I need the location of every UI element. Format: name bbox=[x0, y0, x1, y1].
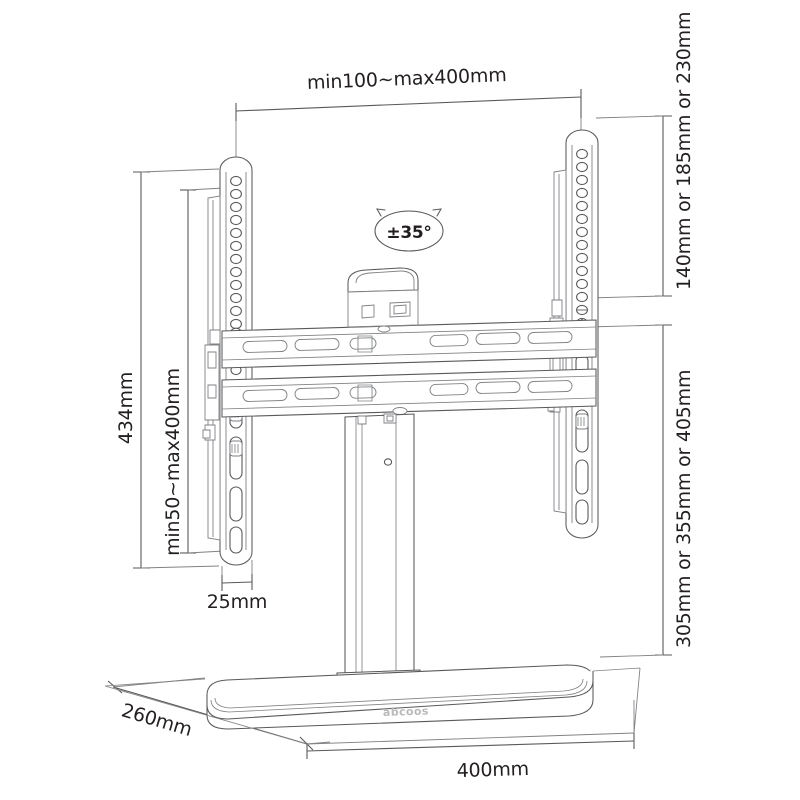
right-lower-dimension bbox=[587, 324, 672, 658]
swivel-angle-label: ±35° bbox=[386, 223, 431, 243]
top-width-label: min100~max400mm bbox=[307, 64, 507, 94]
upper-crossbar-slots bbox=[242, 331, 573, 353]
base-depth-label: 260mm bbox=[119, 699, 195, 741]
top-width-dimension bbox=[235, 89, 582, 172]
support-column bbox=[336, 413, 421, 691]
lower-crossbar bbox=[221, 368, 597, 418]
right-lower-height-label: 305mm or 355mm or 405mm bbox=[673, 370, 695, 648]
base-brand-emboss: abcoos bbox=[383, 705, 429, 719]
lower-crossbar-slots bbox=[242, 380, 573, 402]
left-inner-dimension bbox=[180, 187, 225, 554]
left-inner-height-label: min50~max400mm bbox=[162, 368, 184, 556]
base-plate: abcoos bbox=[104, 664, 641, 745]
upper-crossbar bbox=[221, 319, 597, 369]
base-width-dimension bbox=[306, 700, 635, 759]
bracket-depth-label: 25mm bbox=[207, 591, 267, 613]
base-width-label: 400mm bbox=[456, 758, 529, 782]
left-outer-dimension bbox=[133, 168, 220, 569]
dimension-labels: min100~max400mm 140mm or 185mm or 230mm … bbox=[115, 12, 695, 782]
right-upper-dimension bbox=[587, 115, 672, 299]
bracket-depth-dimension bbox=[221, 560, 253, 591]
left-outer-height-label: 434mm bbox=[115, 372, 137, 444]
swivel-angle-badge: ±35° bbox=[374, 208, 444, 252]
right-upper-height-label: 140mm or 185mm or 230mm bbox=[673, 12, 695, 290]
pivot-housing bbox=[347, 267, 419, 328]
